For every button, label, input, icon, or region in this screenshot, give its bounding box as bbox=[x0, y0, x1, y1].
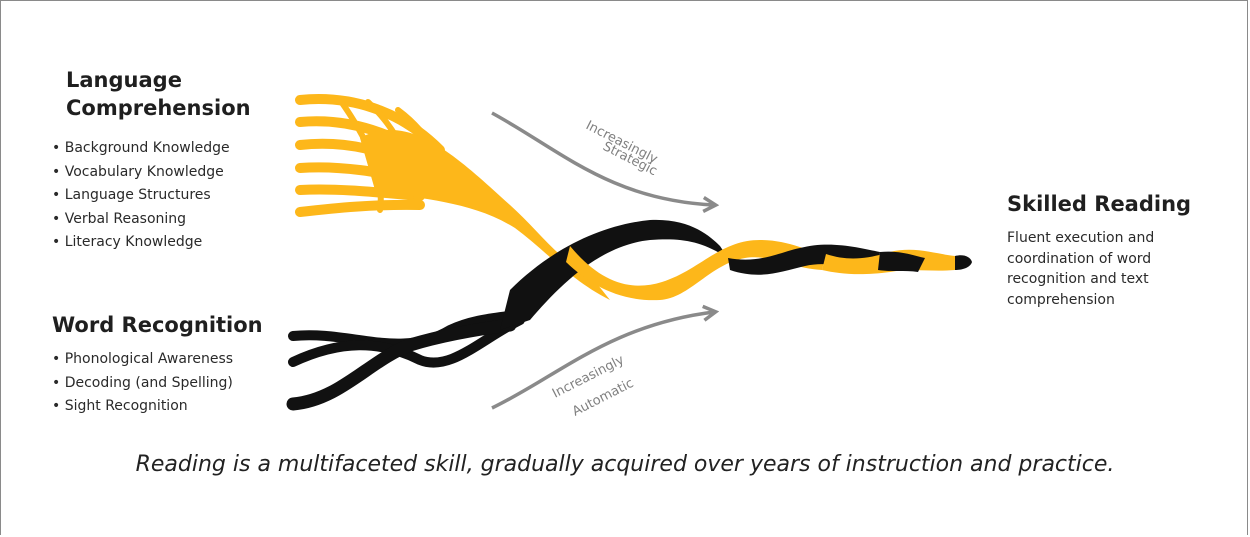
language-strand-bundle bbox=[360, 129, 610, 300]
list-item: Language Structures bbox=[52, 184, 230, 208]
list-item: Verbal Reasoning bbox=[52, 208, 230, 232]
braided-rope bbox=[500, 219, 972, 330]
skilled-reading-heading: Skilled Reading bbox=[1007, 192, 1192, 216]
word-strands bbox=[286, 307, 535, 411]
language-comprehension-list: Background Knowledge Vocabulary Knowledg… bbox=[52, 137, 230, 255]
automatic-arrow: Increasingly Automatic bbox=[491, 304, 720, 420]
caption: Reading is a multifaceted skill, gradual… bbox=[135, 452, 1115, 477]
list-item: Decoding (and Spelling) bbox=[52, 372, 233, 396]
list-item: Vocabulary Knowledge bbox=[52, 161, 230, 185]
word-recognition-heading: Word Recognition bbox=[52, 313, 263, 337]
skilled-reading-description: Fluent execution and coordination of wor… bbox=[1007, 230, 1155, 308]
list-item: Literacy Knowledge bbox=[52, 231, 230, 255]
language-comprehension-heading: Language Comprehension bbox=[66, 68, 251, 120]
list-item: Background Knowledge bbox=[52, 137, 230, 161]
strategic-arrow: Increasingly Strategic bbox=[491, 111, 720, 214]
word-recognition-list: Phonological Awareness Decoding (and Spe… bbox=[52, 348, 233, 419]
list-item: Sight Recognition bbox=[52, 395, 233, 419]
list-item: Phonological Awareness bbox=[52, 348, 233, 372]
